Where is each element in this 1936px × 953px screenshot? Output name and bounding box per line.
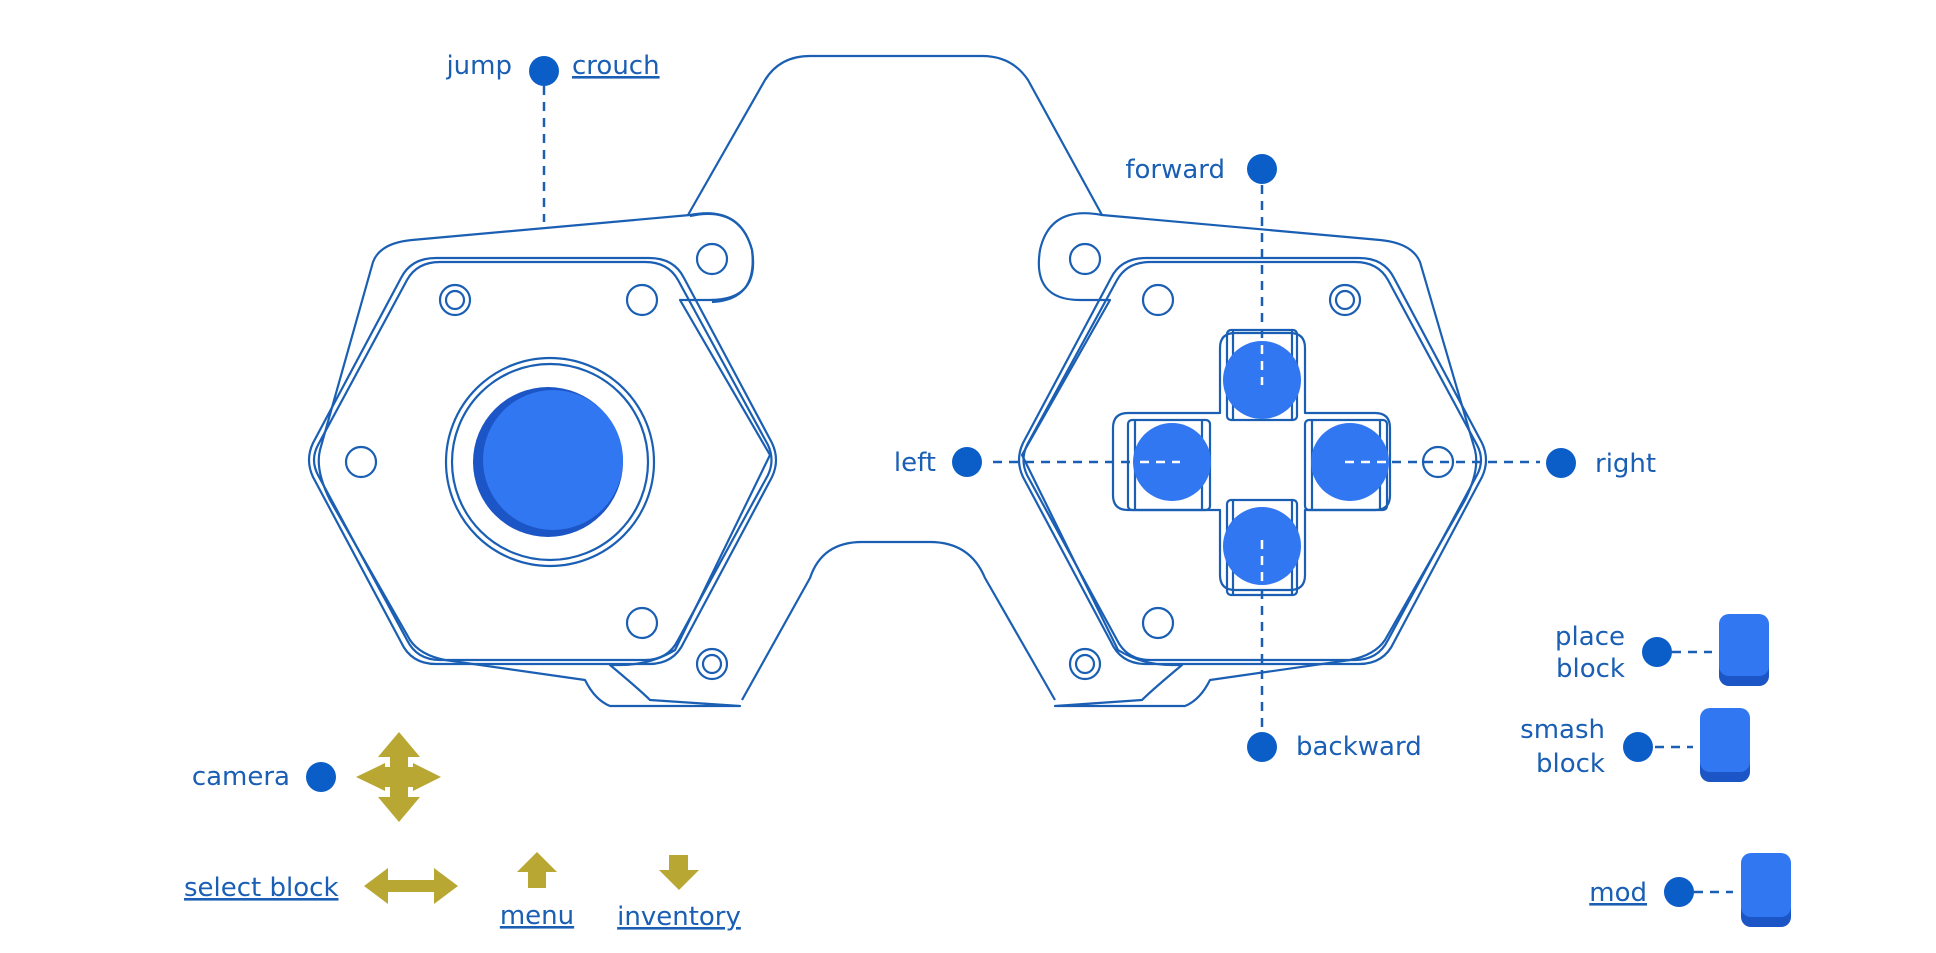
left-label: left [894,448,936,478]
crouch-label[interactable]: crouch [572,51,660,81]
mod-button[interactable] [1741,853,1791,927]
menu-up-arrow-icon [517,852,557,888]
smash-block-label-line1: smash [1520,715,1605,745]
place-block-button[interactable] [1719,614,1769,686]
jump-label: jump [445,51,512,81]
backward-label: backward [1296,732,1422,762]
select-block-label[interactable]: select block [184,873,339,903]
camera-four-way-arrow-icon [356,732,441,822]
joystick[interactable] [444,356,656,568]
place-block-dot [1642,637,1672,667]
smash-block-dot [1623,732,1653,762]
camera-dot [306,762,336,792]
forward-label: forward [1125,155,1225,185]
mod-label[interactable]: mod [1589,878,1647,908]
place-block-label-line1: place [1555,622,1625,652]
inventory-label[interactable]: inventory [617,902,741,932]
place-block-label-line2: block [1556,654,1625,684]
smash-block-label-line2: block [1536,749,1605,779]
screw-holes [344,242,1455,681]
leader-lines [542,86,1733,894]
select-block-left-right-arrow-icon [364,868,458,904]
right-dot [1546,448,1576,478]
smash-block-button[interactable] [1700,708,1750,782]
jump-crouch-dot [529,56,559,86]
right-label: right [1595,449,1656,479]
forward-dot [1247,154,1277,184]
camera-label: camera [192,762,290,792]
left-dot [952,447,982,477]
controller-body [307,54,1488,708]
menu-label[interactable]: menu [500,901,574,931]
mod-dot [1664,877,1694,907]
inventory-down-arrow-icon [659,855,699,890]
backward-dot [1247,732,1277,762]
